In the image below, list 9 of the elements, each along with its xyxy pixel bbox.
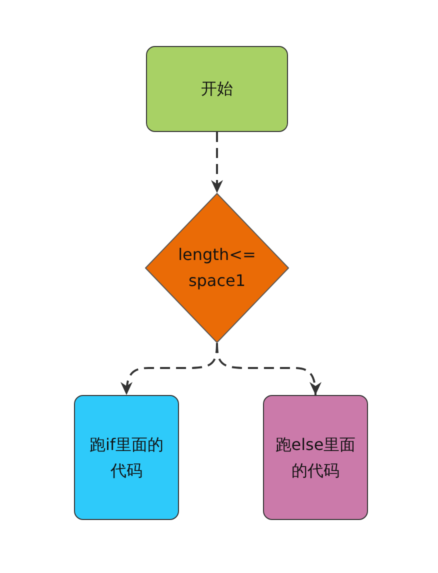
step-text: 跑if里面的代码 bbox=[88, 434, 165, 482]
condition-text: length<= space1 bbox=[177, 244, 257, 292]
step-text: 开始 bbox=[201, 78, 233, 100]
arrow bbox=[211, 132, 223, 193]
arrow bbox=[216, 342, 322, 396]
process-box bbox=[74, 395, 179, 520]
start-box bbox=[146, 46, 288, 132]
step-text: 跑else里面的代码 bbox=[274, 434, 357, 482]
process-box bbox=[263, 395, 368, 520]
